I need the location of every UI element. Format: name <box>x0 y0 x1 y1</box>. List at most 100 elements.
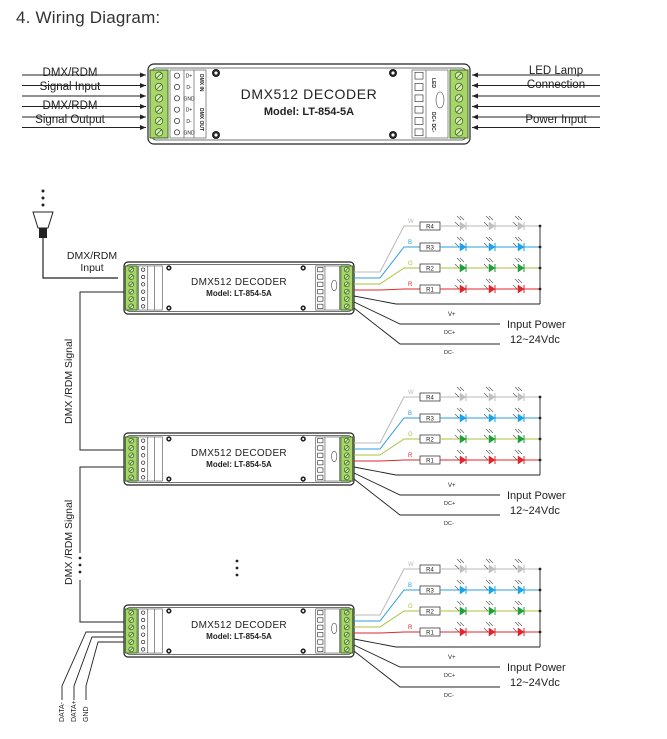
led-icon <box>517 627 525 637</box>
arrow-icon <box>140 114 146 120</box>
pin-label: GND <box>183 130 195 136</box>
channel-wire <box>354 610 420 628</box>
led-ray <box>454 434 460 440</box>
arrow-icon <box>140 72 146 78</box>
screw-slot <box>156 129 162 136</box>
led-ray <box>485 558 491 564</box>
channel-letter: W <box>408 562 414 568</box>
pin-hole <box>141 625 146 630</box>
channel-letter: G <box>408 432 413 438</box>
screw-slot <box>129 282 134 287</box>
pin-slot <box>317 467 324 473</box>
channel-wire <box>354 417 420 450</box>
pin-hole <box>174 118 180 124</box>
dmx-in-port-label: DMX IN <box>198 74 204 92</box>
screw-slot <box>344 304 349 309</box>
output-port-panel <box>315 608 340 654</box>
led-ray <box>456 621 462 627</box>
dot-icon <box>78 563 82 567</box>
led-icon <box>488 434 496 444</box>
resistor-label: R2 <box>426 610 434 616</box>
vplus-wire <box>353 466 540 476</box>
led-icon <box>517 242 525 252</box>
channel-wire <box>354 396 420 444</box>
dcplus-label: DC+ <box>444 330 455 336</box>
channel-letter: B <box>408 411 412 417</box>
dot-icon <box>235 573 239 577</box>
pin-slot <box>317 632 324 638</box>
led-ray <box>485 621 491 627</box>
vplus-label: V+ <box>448 483 456 489</box>
led-icon <box>488 455 496 465</box>
resistor-label: R4 <box>426 568 434 574</box>
mount-screw-hole <box>391 133 395 137</box>
screw-slot <box>344 446 349 450</box>
resistor-label: R1 <box>426 459 434 465</box>
mount-screw-hole <box>167 307 170 310</box>
terminal-block <box>340 436 354 482</box>
led-ray <box>456 386 462 392</box>
led-ray <box>512 242 518 248</box>
led-ray <box>512 434 518 440</box>
channel-letter: G <box>408 604 413 610</box>
channel-wire <box>354 267 420 285</box>
loop-icon <box>331 279 338 291</box>
led-ray <box>456 600 462 606</box>
screw-slot <box>344 297 349 301</box>
dcminus-wire <box>353 307 500 345</box>
screw-slot <box>456 84 462 90</box>
pin-hole <box>141 460 146 465</box>
led-ray <box>514 257 520 263</box>
led-ray <box>514 621 520 627</box>
mount-screw-hole <box>167 266 170 269</box>
pin-hole <box>141 304 146 309</box>
voltage-label: 12~24Vdc <box>510 677 560 689</box>
decoder-model: Model: LT-854-5A <box>206 632 272 641</box>
led-icon <box>517 585 525 595</box>
channel-wire <box>354 568 420 616</box>
screw-slot <box>344 267 349 272</box>
led-lamp-label: Connection <box>527 79 585 91</box>
led-ray <box>459 558 465 564</box>
led-ray <box>456 407 462 413</box>
dmx-output-label: Signal Output <box>35 114 105 126</box>
led-ray <box>483 434 489 440</box>
led-ray <box>454 627 460 633</box>
pin-slot <box>317 639 324 645</box>
led-ray <box>459 449 465 455</box>
bus-wire <box>61 631 124 700</box>
power-port-label: DC+ DC- <box>430 112 436 133</box>
pin-hole <box>174 129 180 136</box>
channel-letter: W <box>408 219 414 225</box>
led-ray <box>485 236 491 242</box>
led-icon <box>517 392 525 402</box>
mount-screw-hole <box>167 478 170 481</box>
input-power-label: Input Power <box>507 319 566 331</box>
led-ray <box>514 386 520 392</box>
channel-letter: G <box>408 261 413 267</box>
led-icon <box>517 284 525 294</box>
led-ray <box>514 579 520 585</box>
screw-slot <box>129 453 134 458</box>
led-ray <box>517 428 523 434</box>
led-ray <box>517 579 523 585</box>
led-icon <box>459 606 467 616</box>
screw-slot <box>129 647 134 652</box>
led-ray <box>456 278 462 284</box>
terminal-block <box>340 265 354 311</box>
led-ray <box>459 278 465 284</box>
led-ray <box>488 236 494 242</box>
screw-slot <box>156 95 162 102</box>
voltage-label: 12~24Vdc <box>510 505 560 517</box>
led-ray <box>512 413 518 419</box>
led-ray <box>485 579 491 585</box>
voltage-label: 12~24Vdc <box>510 334 560 346</box>
pin-hole <box>174 95 180 102</box>
pin-hole <box>141 289 146 294</box>
bus-wire <box>73 636 124 700</box>
decoder-name: DMX512 DECODER <box>191 620 287 631</box>
dot-icon <box>235 566 239 570</box>
led-ray <box>488 449 494 455</box>
